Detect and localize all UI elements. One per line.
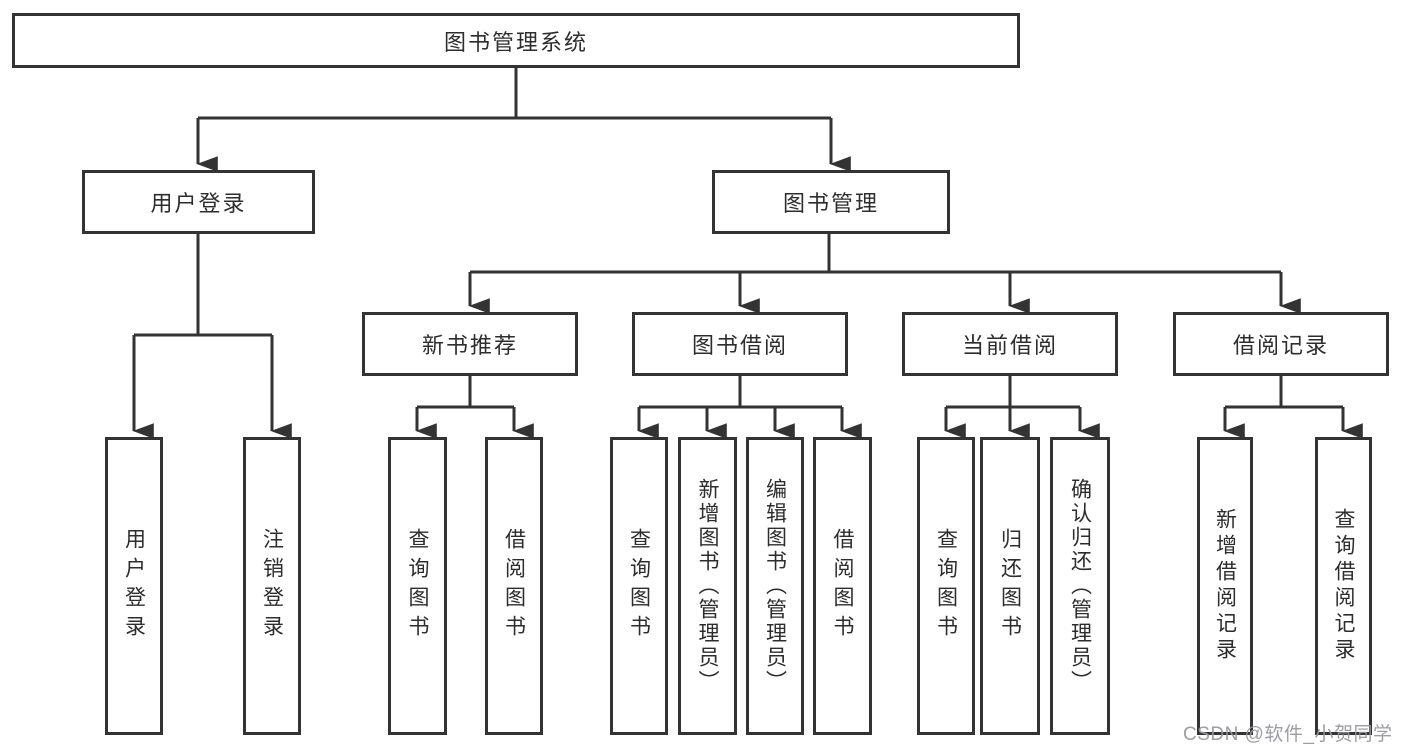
node-label: 注销登录 — [260, 528, 284, 644]
node-label: 确认归还（管理员） — [1068, 478, 1092, 694]
node-label: 查询图书 — [627, 528, 651, 644]
node-label: 借阅图书 — [502, 528, 526, 644]
node-label: 编辑图书（管理员） — [763, 478, 787, 694]
node-edit-books-admin: 编辑图书（管理员） — [746, 437, 804, 735]
node-current-query-books: 查询图书 — [917, 437, 975, 735]
node-book-borrowing: 图书借阅 — [632, 312, 848, 376]
node-label: 图书借阅 — [691, 333, 788, 358]
node-label: 新书推荐 — [421, 333, 518, 358]
node-confirm-return-admin: 确认归还（管理员） — [1050, 437, 1110, 735]
node-rec-query-books: 查询图书 — [388, 437, 447, 735]
node-label: 归还图书 — [998, 528, 1022, 644]
node-label: 借阅记录 — [1232, 333, 1329, 358]
node-user-login: 用户登录 — [82, 170, 315, 234]
csdn-watermark: CSDN @软件_小贺同学 — [1183, 724, 1393, 745]
node-label: 图书管理 — [782, 191, 879, 216]
node-current-borrowing: 当前借阅 — [902, 312, 1118, 376]
node-user-login-leaf: 用户登录 — [105, 437, 163, 735]
node-label: 新增图书（管理员） — [696, 478, 719, 694]
node-label: 查询借阅记录 — [1332, 508, 1355, 664]
node-label: 图书管理系统 — [443, 29, 588, 55]
node-logout: 注销登录 — [243, 437, 301, 735]
node-label: 用户登录 — [150, 191, 247, 216]
node-borrow-query-books: 查询图书 — [610, 437, 668, 735]
node-new-book-recommendation: 新书推荐 — [362, 312, 578, 376]
node-book-management: 图书管理 — [712, 170, 950, 234]
node-label: 查询图书 — [406, 528, 429, 644]
node-library-management-system: 图书管理系统 — [12, 13, 1020, 68]
node-add-borrow-record: 新增借阅记录 — [1197, 437, 1253, 735]
node-label: 查询图书 — [934, 528, 958, 644]
node-borrowing-records: 借阅记录 — [1173, 312, 1389, 376]
node-query-borrow-record: 查询借阅记录 — [1315, 437, 1372, 735]
node-label: 当前借阅 — [961, 333, 1058, 358]
node-add-books-admin: 新增图书（管理员） — [678, 437, 737, 735]
node-label: 借阅图书 — [831, 528, 854, 644]
node-return-books: 归还图书 — [980, 437, 1040, 735]
node-label: 新增借阅记录 — [1213, 508, 1237, 664]
node-rec-borrow-books: 借阅图书 — [485, 437, 543, 735]
node-label: 用户登录 — [122, 528, 146, 644]
node-borrow-books-leaf: 借阅图书 — [813, 437, 872, 735]
